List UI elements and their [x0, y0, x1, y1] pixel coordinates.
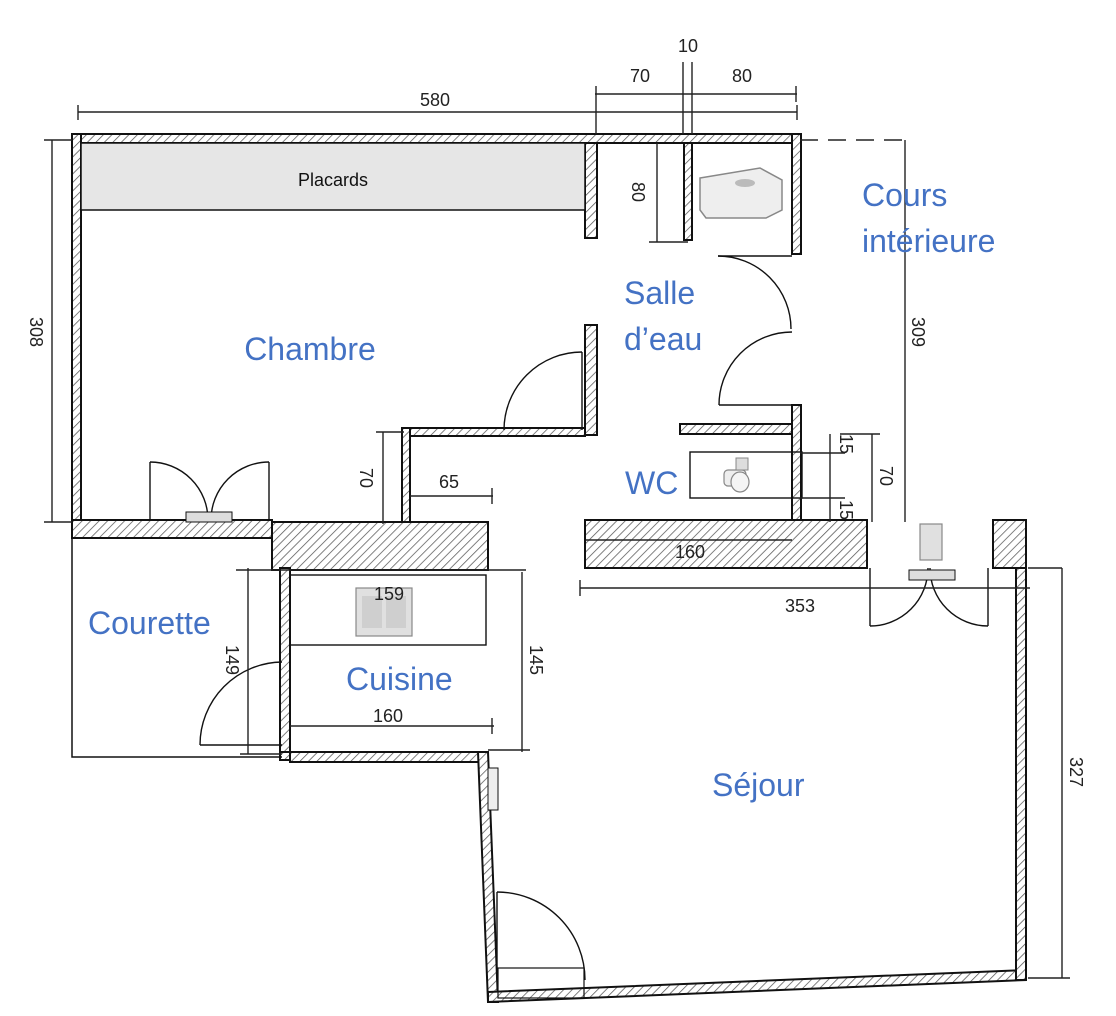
- room-salle-eau-line2: d’eau: [624, 321, 702, 357]
- dim-353: 353: [785, 596, 815, 616]
- room-wc: WC: [625, 465, 678, 501]
- wall-mid-corridor: [271, 521, 489, 571]
- dim-327: 327: [1066, 757, 1086, 787]
- wall-shower-stub: [683, 142, 693, 241]
- dim-160-wc: 160: [675, 542, 705, 562]
- door-salle-bottom[interactable]: [718, 331, 793, 406]
- door-cuisine[interactable]: [199, 661, 283, 746]
- wall-right-salle: [791, 133, 802, 255]
- window-sill-sejour: [908, 569, 956, 581]
- dim-15-a: 15: [836, 434, 856, 454]
- dim-145: 145: [526, 645, 546, 675]
- wall-corridor-left: [401, 427, 411, 524]
- door-salle-top[interactable]: [717, 255, 792, 330]
- dim-309: 309: [908, 317, 928, 347]
- wc-fixture-box: [689, 451, 803, 499]
- wall-left-chambre: [71, 133, 82, 527]
- window-sill-chambre: [185, 511, 233, 523]
- dim-80-side: 80: [628, 182, 648, 202]
- room-cours-line1: Cours: [862, 177, 947, 213]
- room-cours-line2: intérieure: [862, 223, 995, 259]
- door-sejour-entrance[interactable]: [496, 891, 586, 981]
- courette-outline: [71, 538, 282, 758]
- dim-10: 10: [678, 36, 698, 56]
- dim-580: 580: [420, 90, 450, 110]
- dim-70-right: 70: [876, 466, 896, 486]
- wall-kitchen-left: [279, 567, 291, 761]
- placards-label: Placards: [298, 170, 368, 190]
- radiator-stub-sejour: [487, 767, 499, 811]
- door-chambre[interactable]: [503, 351, 583, 431]
- dim-80-top: 80: [732, 66, 752, 86]
- wall-corridor-top: [401, 427, 586, 437]
- kitchen-sink-icon: [355, 587, 413, 637]
- toilet-icon: [723, 457, 750, 493]
- wall-mid-left: [71, 519, 273, 539]
- kitchen-counter: [289, 574, 487, 646]
- radiator-icon: [919, 523, 943, 561]
- walls: [71, 133, 1027, 1004]
- wall-mid-wc: [584, 519, 868, 569]
- dim-308: 308: [26, 317, 46, 347]
- dim-70-left: 70: [356, 468, 376, 488]
- room-courette: Courette: [88, 605, 211, 641]
- door-chambre-ext-left[interactable]: [149, 461, 209, 521]
- dim-65: 65: [439, 472, 459, 492]
- dim-15-b: 15: [836, 500, 856, 520]
- wall-salle-wc: [679, 423, 793, 435]
- wall-sejour-right: [1015, 567, 1027, 981]
- room-sejour: Séjour: [712, 767, 805, 803]
- door-sill-sejour: [497, 967, 585, 999]
- dim-149: 149: [222, 645, 242, 675]
- dim-70-top: 70: [630, 66, 650, 86]
- placards-box: [80, 142, 586, 211]
- dim-160-kitchen: 160: [373, 706, 403, 726]
- wall-partition-chambre-low: [584, 324, 598, 436]
- wall-mid-right: [992, 519, 1027, 569]
- wall-kitchen-bottom: [280, 751, 487, 763]
- dim-159: 159: [374, 584, 404, 604]
- wall-right-salle-low: [791, 404, 802, 524]
- wall-top: [71, 133, 801, 144]
- wall-sejour-bottom: [487, 968, 1027, 1004]
- wall-partition-chambre: [584, 142, 598, 239]
- sink-icon: [699, 167, 783, 219]
- room-chambre: Chambre: [244, 331, 376, 367]
- door-chambre-ext-right[interactable]: [210, 461, 270, 521]
- room-cuisine: Cuisine: [346, 661, 453, 697]
- doors: [149, 255, 989, 999]
- dimension-lines: [44, 62, 1070, 979]
- room-salle-eau-line1: Salle: [624, 275, 695, 311]
